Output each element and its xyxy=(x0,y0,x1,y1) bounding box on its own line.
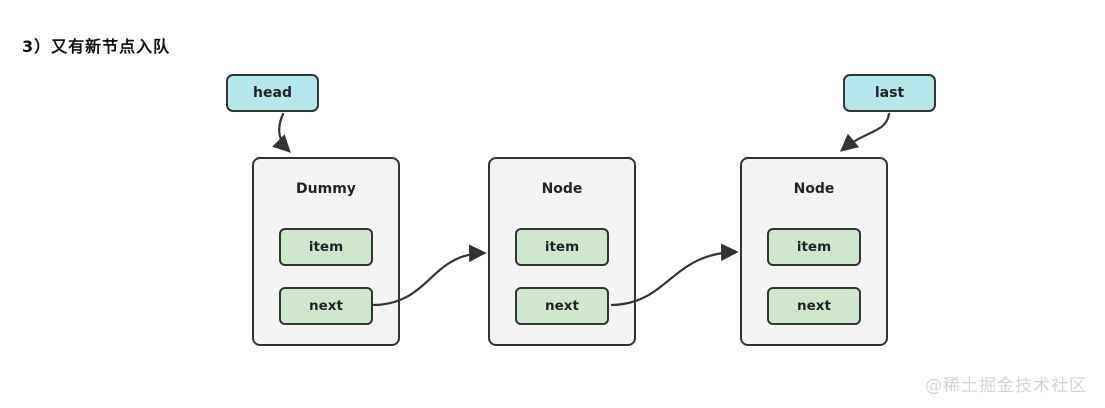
field-next-label: next xyxy=(545,298,579,314)
diagram-title: 3）又有新节点入队 xyxy=(22,37,171,56)
node-title: Dummy xyxy=(296,181,356,197)
field-item: item xyxy=(279,228,373,266)
head-arrow xyxy=(272,112,291,153)
field-next: next xyxy=(279,287,373,325)
field-item-label: item xyxy=(308,239,344,255)
field-next: next xyxy=(515,287,609,325)
pointer-last-label: last xyxy=(874,85,905,101)
pointer-head-label: head xyxy=(253,85,292,101)
last-arrow xyxy=(839,112,891,152)
field-item-label: item xyxy=(544,239,580,255)
node-title: Node xyxy=(793,181,835,197)
field-next-label: next xyxy=(309,298,343,314)
field-item-label: item xyxy=(796,239,832,255)
pointer-box-last: last xyxy=(843,74,936,112)
field-item: item xyxy=(515,228,609,266)
field-item: item xyxy=(767,228,861,266)
node-box-dummy: Dummy item next xyxy=(252,157,400,346)
node-box-last: Node item next xyxy=(740,157,888,346)
node-box-middle: Node item next xyxy=(488,157,636,346)
field-next-label: next xyxy=(797,298,831,314)
field-next: next xyxy=(767,287,861,325)
watermark: @稀土掘金技术社区 xyxy=(925,376,1087,396)
node-title: Node xyxy=(541,181,583,197)
pointer-box-head: head xyxy=(226,74,319,112)
